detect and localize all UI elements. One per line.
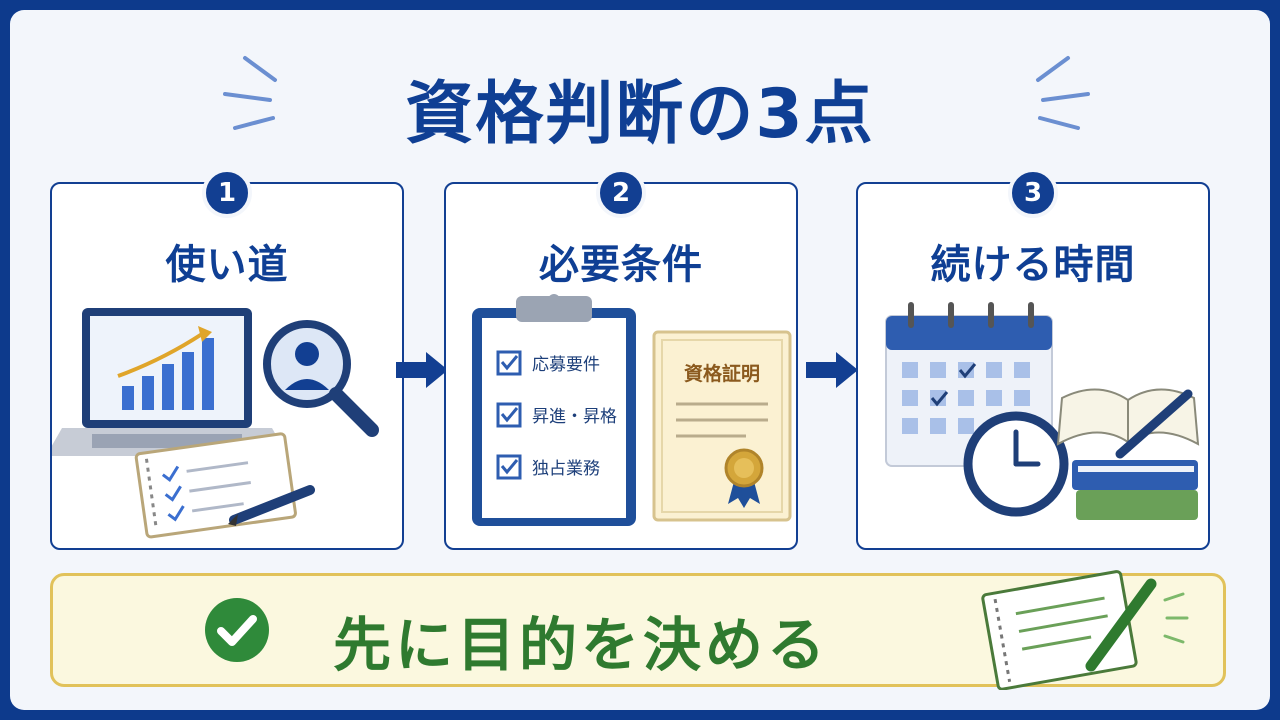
clipboard-checklist-icon: 応募要件 昇進・昇格 独占業務 資格証明 [472, 294, 792, 526]
step-card-1: 1 使い道 [50, 168, 404, 550]
sparkle-right-icon [1036, 56, 1090, 130]
step-card-3: 3 続ける時間 [856, 168, 1210, 550]
step-card-2: 2 必要条件 応募要件 昇進・昇格 独占業務 資格証明 [444, 168, 798, 550]
check-circle-icon [205, 598, 269, 662]
certificate-label: 資格証明 [684, 362, 760, 385]
notebook-pen-icon [981, 570, 1189, 690]
arrow-right-icon [806, 352, 858, 388]
step-title: 使い道 [165, 242, 289, 288]
laptop-analysis-icon [52, 308, 379, 539]
calendar-clock-books-icon [885, 302, 1200, 520]
step-title: 必要条件 [539, 242, 703, 288]
conclusion-text: 先に目的を決める [333, 611, 830, 679]
checklist-item: 応募要件 [532, 355, 600, 375]
checklist-item: 昇進・昇格 [532, 407, 617, 427]
step-number-badge: 3 [1008, 168, 1058, 218]
infographic-canvas: 資格判断の3点 1 使い道 [10, 10, 1270, 710]
step-number-badge: 1 [202, 168, 252, 218]
step-number-badge: 2 [596, 168, 646, 218]
checklist-item: 独占業務 [532, 459, 600, 479]
arrow-right-icon [396, 352, 448, 388]
conclusion-banner: 先に目的を決める [50, 570, 1226, 690]
sparkle-left-icon [223, 56, 277, 130]
step-title: 続ける時間 [930, 242, 1136, 288]
page-title: 資格判断の3点 [405, 75, 875, 154]
